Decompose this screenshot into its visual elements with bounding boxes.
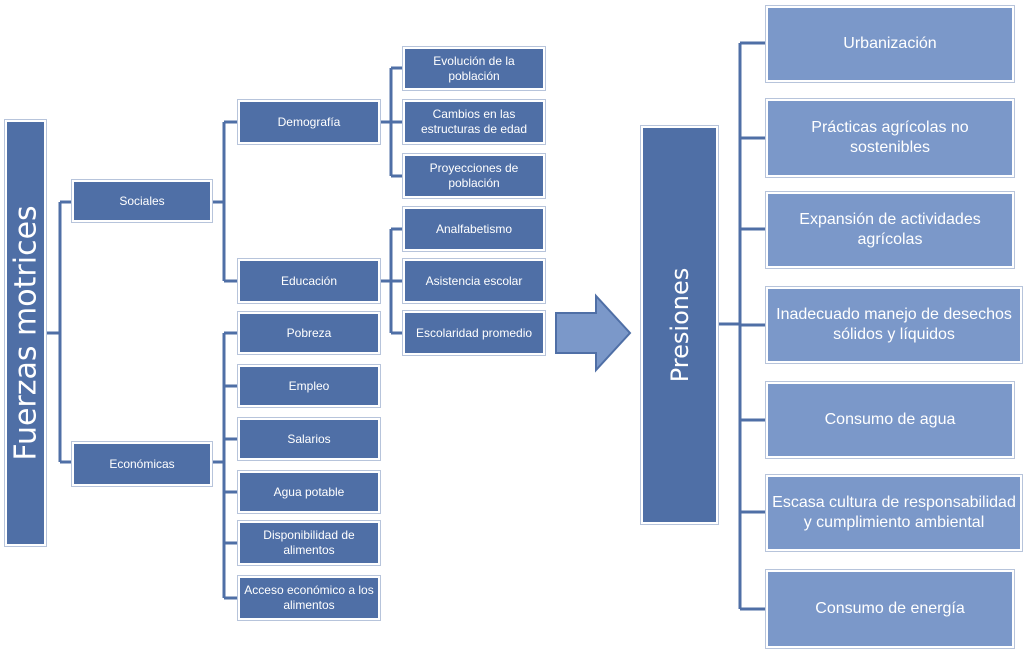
- demografia-item: Cambios en las estructuras de edad: [403, 100, 545, 144]
- economicas-item: Empleo: [238, 365, 380, 407]
- educacion-item: Asistencia escolar: [403, 259, 545, 303]
- presiones-item: Escasa cultura de responsabilidad y cump…: [766, 475, 1022, 551]
- presiones-item: Prácticas agrícolas no sostenibles: [766, 99, 1014, 177]
- sociales-node: Sociales: [72, 180, 212, 222]
- economicas-item: Acceso económico a los alimentos: [238, 576, 380, 620]
- connector-root: [46, 200, 72, 464]
- connector-economicas: [212, 331, 238, 600]
- presiones-label: Presiones: [665, 267, 694, 383]
- educacion-node: Educación: [238, 259, 380, 303]
- educacion-item: Escolaridad promedio: [403, 311, 545, 355]
- connector-demografia: [380, 66, 403, 178]
- fuerzas-motrices-root: Fuerzas motrices: [5, 120, 46, 546]
- connector-presiones: [718, 41, 766, 611]
- economicas-node: Económicas: [72, 442, 212, 486]
- educacion-item: Analfabetismo: [403, 207, 545, 251]
- presiones-root: Presiones: [641, 126, 718, 524]
- right-arrow: [555, 293, 632, 373]
- demografia-item: Evolución de la población: [403, 47, 545, 90]
- connector-educacion: [380, 227, 403, 335]
- economicas-item: Disponibilidad de alimentos: [238, 521, 380, 565]
- economicas-item: Pobreza: [238, 312, 380, 354]
- demografia-node: Demografía: [238, 100, 380, 144]
- economicas-item: Agua potable: [238, 471, 380, 513]
- fuerzas-motrices-label: Fuerzas motrices: [8, 205, 43, 461]
- presiones-item: Expansión de actividades agrícolas: [766, 192, 1014, 268]
- connector-sociales: [212, 120, 238, 283]
- presiones-item: Urbanización: [766, 6, 1014, 82]
- presiones-item: Consumo de energía: [766, 570, 1014, 648]
- economicas-item: Salarios: [238, 418, 380, 460]
- demografia-item: Proyecciones de población: [403, 154, 545, 198]
- presiones-item: Inadecuado manejo de desechos sólidos y …: [766, 287, 1022, 363]
- presiones-item: Consumo de agua: [766, 382, 1014, 458]
